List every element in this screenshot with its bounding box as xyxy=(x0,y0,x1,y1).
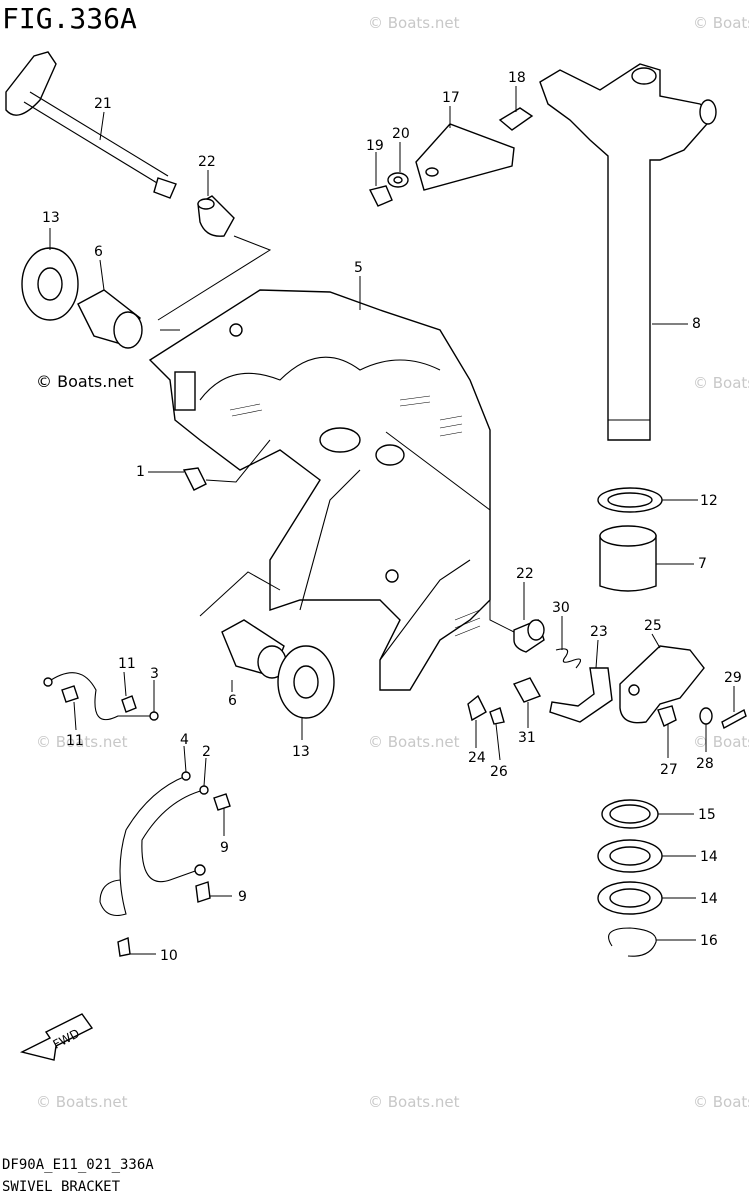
callout-12: 12 xyxy=(700,493,718,509)
credit-label: © Boats.net xyxy=(36,372,134,391)
callout-31: 31 xyxy=(518,730,536,746)
callout-7: 7 xyxy=(698,556,707,572)
part-3-lead-wire xyxy=(43,672,159,721)
callout-25: 25 xyxy=(644,618,662,634)
part-12-washer xyxy=(597,487,663,513)
part-23-lever xyxy=(549,667,613,723)
figure-title: FIG.336A xyxy=(2,2,137,35)
part-11-screw xyxy=(61,685,79,703)
part-25-tilt-stopper xyxy=(619,645,705,724)
callout-numbers: 21 22 13 6 5 1 18 17 19 20 8 12 7 22 30 … xyxy=(42,70,742,964)
part-9-screw xyxy=(195,881,211,903)
callout-5: 5 xyxy=(354,260,363,276)
part-16-circlip xyxy=(608,927,657,957)
part-22-bushing xyxy=(197,195,235,237)
figure-code: DF90A_E11_021_336A xyxy=(2,1157,154,1173)
watermark: © Boats.net xyxy=(368,733,460,751)
watermark: © Boats.net xyxy=(693,1093,749,1111)
callout-14: 14 xyxy=(700,849,718,865)
watermark: © Boats.net xyxy=(368,14,460,32)
watermark: © Boats.net xyxy=(693,14,749,32)
watermark: © Boats.net xyxy=(693,733,749,751)
part-14-washer xyxy=(597,881,663,915)
part-13-washer-lower xyxy=(277,645,335,719)
part-22-bushing-lower xyxy=(513,619,545,653)
callout-24: 24 xyxy=(468,750,486,766)
part-30-spring xyxy=(555,648,582,669)
part-18-bolt xyxy=(498,107,534,131)
callout-9: 9 xyxy=(220,840,229,856)
callout-21: 21 xyxy=(94,96,112,112)
callout-18: 18 xyxy=(508,70,526,86)
part-4-lead-wire xyxy=(99,771,191,917)
part-31-spring xyxy=(512,677,542,703)
callout-23: 23 xyxy=(590,624,608,640)
callout-11: 11 xyxy=(118,656,136,672)
part-9-screw xyxy=(213,793,231,811)
callout-6: 6 xyxy=(94,244,103,260)
part-19-nut xyxy=(368,185,393,207)
callout-15: 15 xyxy=(698,807,716,823)
part-13-washer xyxy=(21,247,79,321)
leader-lines xyxy=(49,86,735,955)
watermark: © Boats.net xyxy=(36,733,128,751)
callout-26: 26 xyxy=(490,764,508,780)
part-20-washer xyxy=(387,172,409,188)
part-17-plate xyxy=(415,123,515,191)
part-2-lead-wire xyxy=(141,785,209,883)
callout-30: 30 xyxy=(552,600,570,616)
callout-4: 4 xyxy=(180,732,189,748)
part-21-shaft xyxy=(5,51,177,199)
callout-19: 19 xyxy=(366,138,384,154)
part-26-bolt xyxy=(489,707,505,725)
callout-10: 10 xyxy=(160,948,178,964)
watermark: © Boats.net xyxy=(693,374,749,392)
callout-6: 6 xyxy=(228,693,237,709)
callout-17: 17 xyxy=(442,90,460,106)
callout-9: 9 xyxy=(238,889,247,905)
callout-13: 13 xyxy=(42,210,60,226)
callout-1: 1 xyxy=(136,464,145,480)
callout-8: 8 xyxy=(692,316,701,332)
callout-27: 27 xyxy=(660,762,678,778)
part-1-grease-nipple xyxy=(182,467,207,491)
callout-22: 22 xyxy=(198,154,216,170)
part-27-nut xyxy=(657,705,677,727)
callout-11: 11 xyxy=(66,733,84,749)
callout-13: 13 xyxy=(292,744,310,760)
watermark: © Boats.net xyxy=(36,1093,128,1111)
part-28-washer xyxy=(699,707,713,725)
callout-28: 28 xyxy=(696,756,714,772)
callout-22: 22 xyxy=(516,566,534,582)
callout-16: 16 xyxy=(700,933,718,949)
part-6-bush-lower xyxy=(221,619,287,679)
fwd-arrow-icon: FWD xyxy=(19,1013,94,1061)
part-7-bush xyxy=(599,525,657,592)
part-8-steering-shaft xyxy=(539,63,717,441)
part-6-bush xyxy=(77,289,143,349)
figure-name: SWIVEL BRACKET xyxy=(2,1179,121,1195)
part-29-cotter-pin xyxy=(721,708,747,730)
callout-29: 29 xyxy=(724,670,742,686)
callout-20: 20 xyxy=(392,126,410,142)
part-15-ring xyxy=(601,799,659,829)
part-24-clip xyxy=(467,694,487,722)
callout-3: 3 xyxy=(150,666,159,682)
part-10-screw xyxy=(117,937,131,957)
part-5-swivel-bracket xyxy=(148,289,491,691)
watermark: © Boats.net xyxy=(368,1093,460,1111)
callout-14: 14 xyxy=(700,891,718,907)
part-11-screw xyxy=(121,695,137,713)
callout-2: 2 xyxy=(202,744,211,760)
part-14-washer xyxy=(597,839,663,873)
